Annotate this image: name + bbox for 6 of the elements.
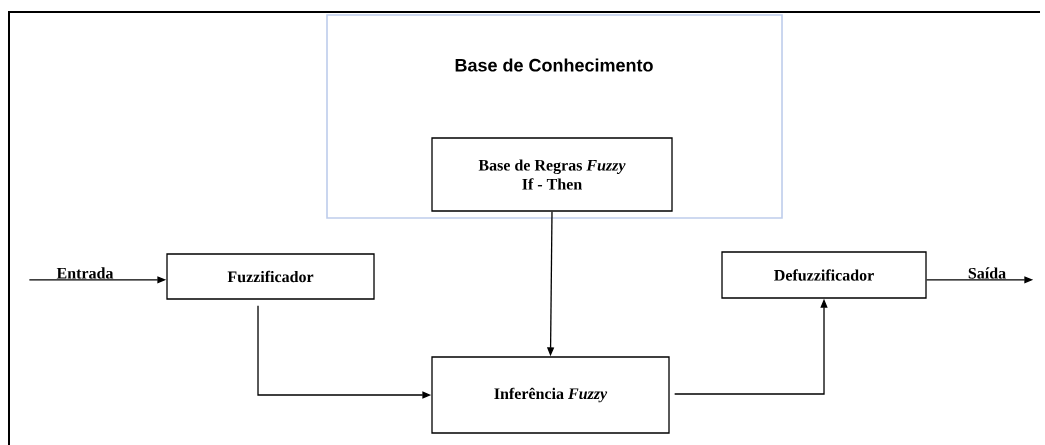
- process-box: Defuzzificador: [721, 251, 927, 299]
- process-box: Inferência Fuzzy: [431, 356, 670, 434]
- io-label: Entrada: [56, 267, 114, 279]
- io-label: Saída: [968, 267, 1006, 279]
- process-box: Base de Regras Fuzzy If - Then: [431, 137, 673, 212]
- process-box: Fuzzificador: [166, 253, 375, 300]
